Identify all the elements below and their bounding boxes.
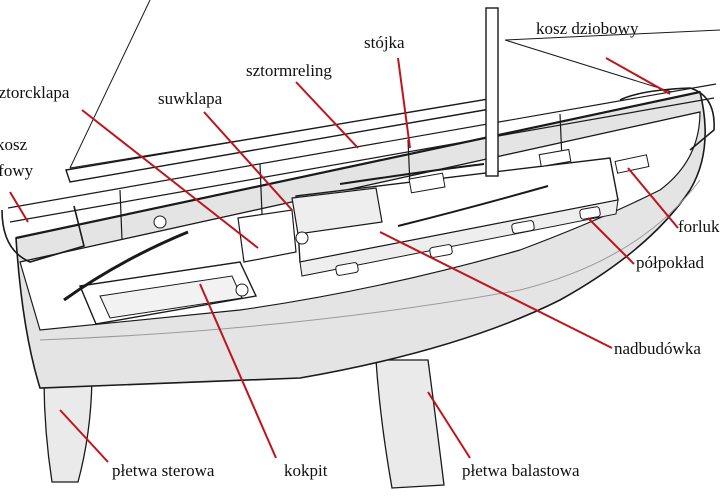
leader-suwklapa: [203, 111, 293, 211]
hull-shading-line: [39, 179, 701, 341]
winch-1: [153, 215, 167, 229]
rudder: [43, 371, 93, 483]
leader-sztormreling: [295, 81, 359, 149]
mainsail-leech: [69, 0, 151, 169]
label-sztormreling: sztormreling: [246, 61, 332, 80]
handrail-top: [339, 163, 485, 185]
deck-hatch-1: [408, 172, 446, 194]
label-nadbudowka: nadbudówka: [614, 339, 701, 358]
cockpit-well: [99, 275, 243, 319]
lifelines: [7, 83, 717, 241]
deck-hatch-2: [538, 148, 572, 168]
leader-kosz-rufowy: [9, 191, 29, 223]
bow-pulpit: [619, 87, 715, 151]
cabin-side: [299, 199, 619, 277]
handrail: [397, 185, 549, 227]
winch-2: [235, 283, 249, 297]
label-pletwa-balastowa: płetwa balastowa: [462, 461, 580, 480]
forestay-line: [504, 39, 673, 93]
label-kosz-rufowy-2: rufowy: [0, 161, 34, 180]
sliding-hatch: [291, 187, 383, 235]
leader-pletwa-balastowa: [427, 391, 471, 459]
tiller: [63, 230, 189, 302]
lifeline-upper: [7, 83, 717, 209]
label-kosz-rufowy-1: kosz: [0, 135, 28, 154]
stanchion-2: [259, 163, 263, 215]
winch-3: [295, 231, 309, 245]
porthole-3: [511, 220, 535, 234]
leader-kosz-dziobowy: [605, 57, 671, 95]
label-pletwa-sterowa: płetwa sterowa: [112, 461, 215, 480]
porthole-2: [429, 244, 453, 258]
leader-stojka: [397, 57, 411, 149]
washboard: [237, 209, 297, 263]
label-suwklapa: suwklapa: [158, 89, 223, 108]
label-polpoklad: półpokład: [636, 253, 704, 272]
lifeline-lower: [9, 97, 715, 223]
leader-sztorcklapa: [81, 109, 259, 249]
porthole-4: [579, 206, 601, 220]
leader-pletwa-sterowa: [59, 409, 109, 463]
leader-polpoklad: [587, 217, 635, 265]
stanchion-1: [119, 189, 123, 241]
gunwale: [15, 90, 701, 240]
fore-hatch: [614, 154, 650, 174]
label-sztorcklapa: sztorcklapa: [0, 83, 70, 102]
label-kokpit: kokpit: [284, 461, 328, 480]
mast: [485, 7, 499, 177]
label-stojka: stójka: [364, 33, 405, 52]
leader-lines: [9, 57, 679, 463]
leader-kokpit: [199, 283, 277, 459]
porthole-1: [335, 262, 359, 276]
label-kosz-dziobowy: kosz dziobowy: [536, 19, 639, 38]
ballast-fin: [375, 359, 445, 489]
stanchion-3: [407, 139, 411, 187]
stern-pulpit: [1, 205, 85, 263]
jib-line: [504, 29, 720, 41]
label-forluk: forluk: [678, 217, 720, 236]
leader-forluk: [627, 167, 679, 229]
leader-nadbudowka: [379, 231, 613, 349]
